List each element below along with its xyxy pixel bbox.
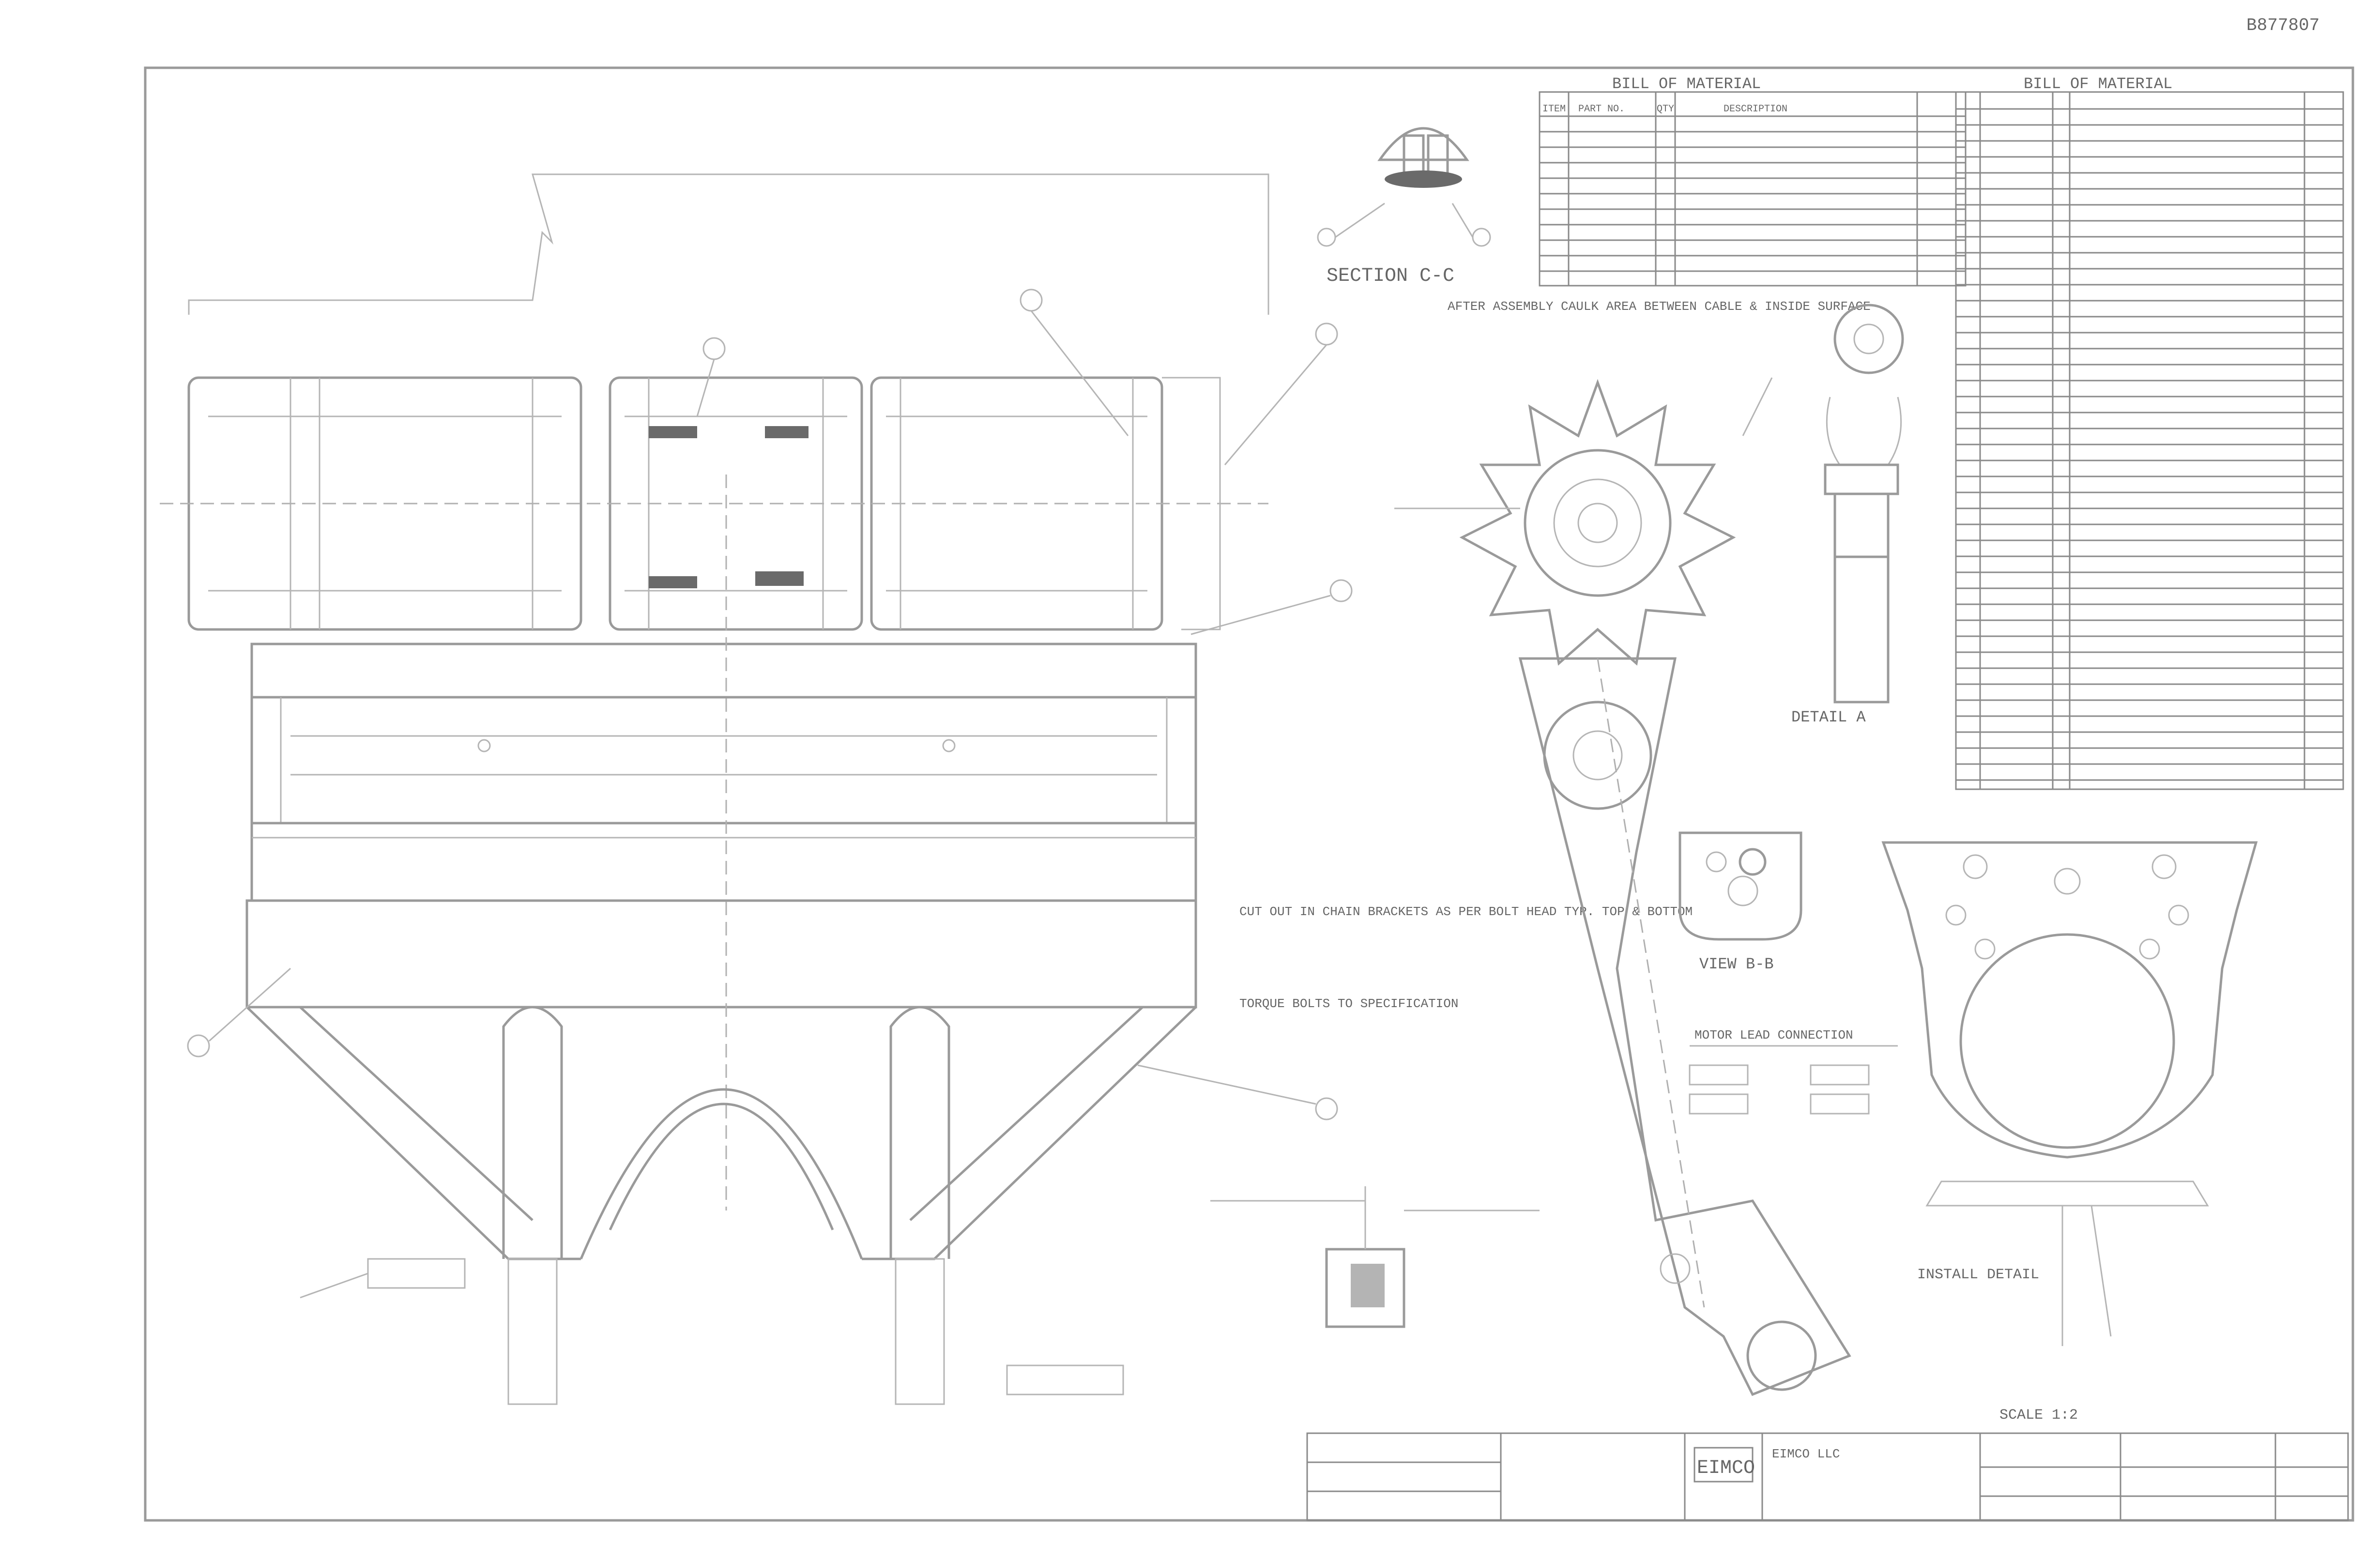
bom-left-header-item: ITEM bbox=[1542, 104, 1566, 115]
main-assembly-view: CUT OUT IN CHAIN BRACKETS AS PER BOLT HE… bbox=[160, 173, 1693, 1405]
eimco-logo-icon bbox=[1693, 1447, 1754, 1483]
sheet-border bbox=[144, 66, 2354, 1522]
sprocket-view bbox=[1394, 379, 1851, 1396]
install-detail-label: INSTALL DETAIL bbox=[1917, 1267, 2039, 1283]
note-caulk: AFTER ASSEMBLY CAULK AREA BETWEEN CABLE … bbox=[1448, 299, 1871, 314]
bom-table-left: BILL OF MATERIAL ITEM PART NO. QTY DESCR… bbox=[1539, 75, 1967, 287]
detail-a-view: DETAIL A bbox=[1742, 304, 1904, 726]
bom-left-header-desc: DESCRIPTION bbox=[1724, 104, 1787, 115]
motor-lead-table: MOTOR LEAD CONNECTION bbox=[1689, 1028, 1898, 1115]
bom-table-right: BILL OF MATERIAL bbox=[1955, 75, 2344, 790]
note-torque: TORQUE BOLTS TO SPECIFICATION bbox=[1239, 996, 1458, 1011]
company-logo-text: EIMCO bbox=[1697, 1457, 1755, 1479]
install-detail-view: INSTALL DETAIL SCALE 1:2 bbox=[1881, 841, 2258, 1424]
doc-number: B877807 bbox=[2246, 15, 2319, 35]
note-cutout: CUT OUT IN CHAIN BRACKETS AS PER BOLT HE… bbox=[1239, 904, 1693, 919]
view-b-b: VIEW B-B bbox=[1678, 831, 1802, 973]
bom-left-header-qty: QTY bbox=[1657, 104, 1674, 115]
detail-a-label: DETAIL A bbox=[1791, 708, 1866, 726]
small-bracket-detail bbox=[1210, 1186, 1540, 1328]
bom-right-title: BILL OF MATERIAL bbox=[2024, 75, 2172, 93]
motor-lead-caption: MOTOR LEAD CONNECTION bbox=[1694, 1028, 1853, 1042]
bom-left-header-partno: PART NO. bbox=[1578, 104, 1625, 115]
title-block: EIMCO EIMCO LLC bbox=[1306, 1432, 2349, 1521]
section-c-c-label: SECTION C-C bbox=[1327, 265, 1454, 287]
view-b-b-label: VIEW B-B bbox=[1699, 955, 1774, 973]
company-name: EIMCO LLC bbox=[1772, 1447, 1840, 1461]
section-c-c-view: SECTION C-C AFTER ASSEMBLY CAULK AREA BE… bbox=[1317, 127, 1871, 314]
bom-left-title: BILL OF MATERIAL bbox=[1612, 75, 1761, 93]
scale-note: SCALE 1:2 bbox=[1999, 1407, 2078, 1424]
